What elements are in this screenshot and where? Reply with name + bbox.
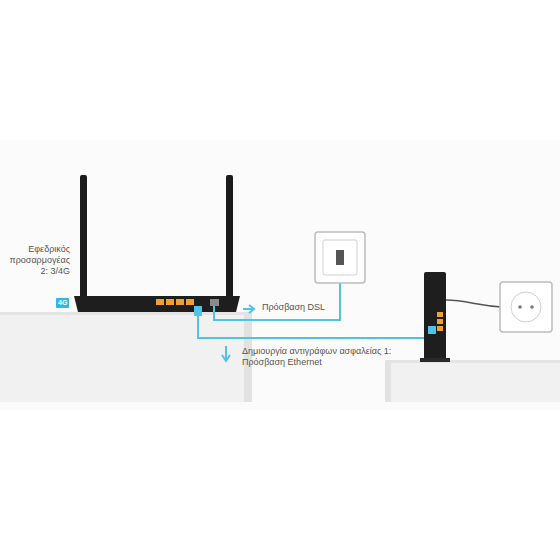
socket-hole <box>530 305 534 309</box>
wall-socket-inner <box>323 240 357 275</box>
modem-port <box>437 326 443 331</box>
ethernet-cable <box>198 316 432 338</box>
lan-port <box>186 299 194 305</box>
dsl-plug <box>336 250 344 265</box>
dsl-port <box>210 299 219 306</box>
desk-edge <box>385 360 560 363</box>
ethernet-plug <box>194 306 202 316</box>
wall-socket <box>315 232 365 283</box>
ethernet-label: Δημιουργία αντιγράφων ασφαλείας 1: Πρόσβ… <box>242 346 392 368</box>
modem-port <box>437 319 443 324</box>
lan-port <box>166 299 174 305</box>
arrow <box>222 346 230 361</box>
modem-stand <box>420 358 450 362</box>
usb-dongle: 4G <box>56 298 69 308</box>
power-socket-inner <box>511 292 541 322</box>
node-text: 4G <box>58 299 67 307</box>
modem <box>424 272 446 360</box>
wall <box>0 140 560 410</box>
antenna <box>80 175 87 299</box>
desk <box>385 360 560 402</box>
power-socket <box>500 282 552 332</box>
arrow <box>243 305 254 313</box>
ethernet-plug <box>428 326 436 334</box>
lan-port <box>176 299 184 305</box>
desk <box>0 312 252 402</box>
adapter-label: Εφεδρικός προσαρμογέας 2: 3/4G <box>2 244 70 277</box>
desk-side <box>385 360 391 402</box>
router-body <box>74 296 240 312</box>
antenna <box>226 175 233 299</box>
socket-hole <box>518 305 522 309</box>
dsl-label: Πρόσβαση DSL <box>262 302 325 313</box>
modem-port <box>437 312 443 317</box>
lan-port <box>156 299 164 305</box>
